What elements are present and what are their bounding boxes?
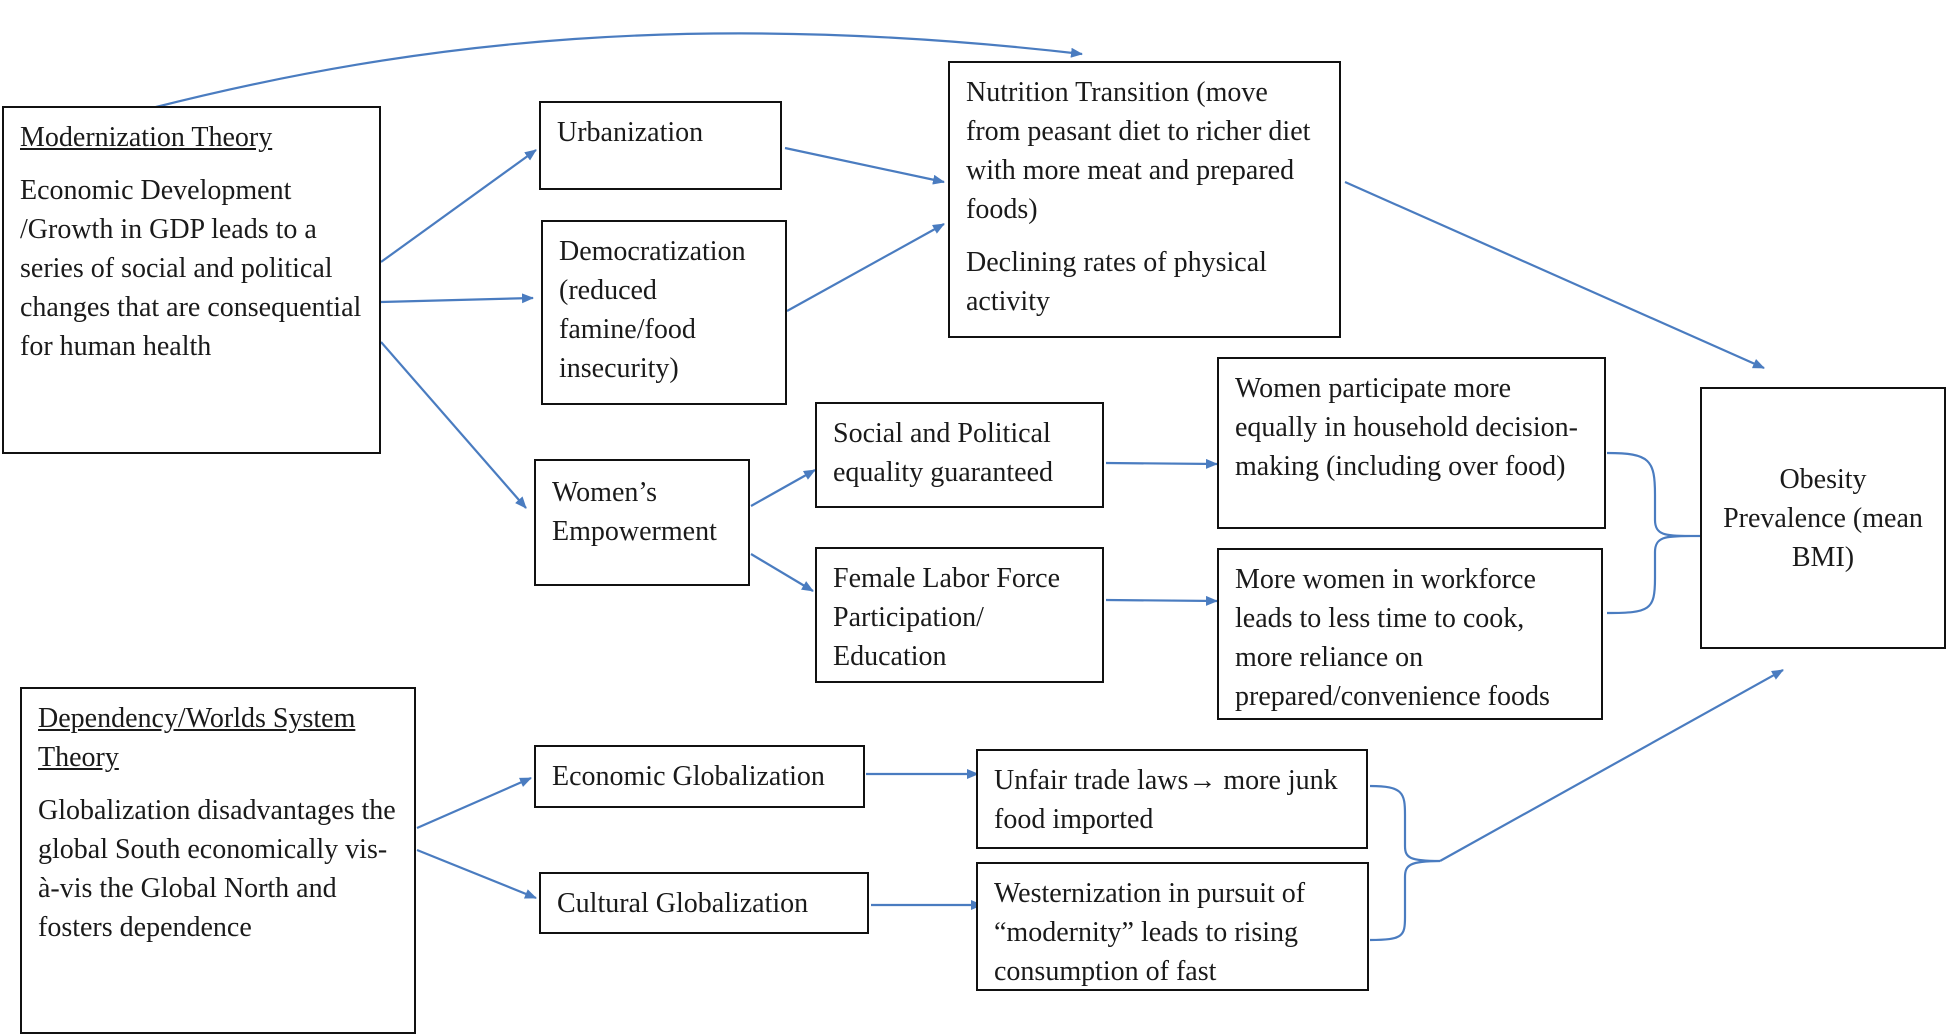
obesity-prevalence-box: Obesity Prevalence (mean BMI) [1700, 387, 1946, 649]
arrow-equality-to-decision [1105, 458, 1218, 469]
democratization-label: Democratization (reduced famine/food ins… [559, 236, 746, 384]
arrow-dependency-to-cultural [416, 848, 537, 900]
female-labor-label: Female Labor Force Participation/ Educat… [833, 563, 1061, 672]
women-workforce-box: More women in workforce leads to less ti… [1217, 548, 1603, 720]
westernization-box: Westernization in pursuit of “modernity”… [976, 862, 1369, 991]
physical-activity-text: Declining rates of physical activity [966, 247, 1267, 317]
democratization-box: Democratization (reduced famine/food ins… [541, 220, 787, 405]
dependency-theory-box: Dependency/Worlds System Theory Globaliz… [20, 687, 416, 1034]
arrow-dependency-to-economic [416, 776, 532, 830]
bracket-globalization-outcomes [1369, 784, 1441, 942]
nutrition-transition-text: Nutrition Transition (move from peasant … [966, 77, 1311, 225]
arrow-modernization-to-democratization [380, 293, 534, 304]
women-workforce-label: More women in workforce leads to less ti… [1235, 564, 1550, 712]
arrow-nutrition-to-obesity [1344, 180, 1765, 370]
arrow-urbanization-to-nutrition [784, 146, 945, 185]
obesity-prevalence-label: Obesity Prevalence (mean BMI) [1723, 463, 1923, 573]
womens-empowerment-label: Women’s Empowerment [552, 477, 717, 547]
unfair-trade-label: Unfair trade laws→ more junk food import… [994, 765, 1338, 835]
arrow-modernization-to-womens-empowerment [380, 341, 527, 509]
westernization-label: Westernization in pursuit of “modernity”… [994, 878, 1306, 987]
dependency-body: Globalization disadvantages the global S… [38, 795, 396, 943]
urbanization-box: Urbanization [539, 101, 782, 190]
unfair-trade-box: Unfair trade laws→ more junk food import… [976, 749, 1368, 849]
women-decision-making-box: Women participate more equally in househ… [1217, 357, 1606, 529]
dependency-heading: Dependency/Worlds System Theory [38, 703, 356, 773]
female-labor-box: Female Labor Force Participation/ Educat… [815, 547, 1104, 683]
cultural-globalization-box: Cultural Globalization [539, 872, 869, 934]
economic-globalization-label: Economic Globalization [552, 761, 825, 792]
bracket-women-outcomes [1606, 451, 1691, 615]
modernization-theory-box: Modernization Theory Economic Developmen… [2, 106, 381, 454]
cultural-globalization-label: Cultural Globalization [557, 888, 809, 919]
urbanization-label: Urbanization [557, 117, 704, 148]
arrow-empowerment-to-equality [750, 469, 816, 507]
arrow-modernization-to-urbanization [380, 149, 537, 263]
nutrition-transition-box: Nutrition Transition (move from peasant … [948, 61, 1341, 338]
arrow-globalization-to-obesity [1439, 669, 1784, 862]
economic-globalization-box: Economic Globalization [534, 745, 865, 808]
modernization-body: Economic Development /Growth in GDP lead… [20, 175, 362, 362]
arrow-democratization-to-nutrition [786, 223, 945, 312]
social-political-equality-label: Social and Political equality guaranteed [833, 418, 1054, 488]
womens-empowerment-box: Women’s Empowerment [534, 459, 750, 586]
arrow-empowerment-to-labor [750, 553, 814, 592]
social-political-equality-box: Social and Political equality guaranteed [815, 402, 1104, 508]
arrow-modernization-to-nutrition [151, 32, 1083, 110]
arrow-labor-to-workforce [1105, 595, 1218, 606]
women-decision-making-label: Women participate more equally in househ… [1235, 373, 1578, 482]
modernization-heading: Modernization Theory [20, 122, 273, 153]
